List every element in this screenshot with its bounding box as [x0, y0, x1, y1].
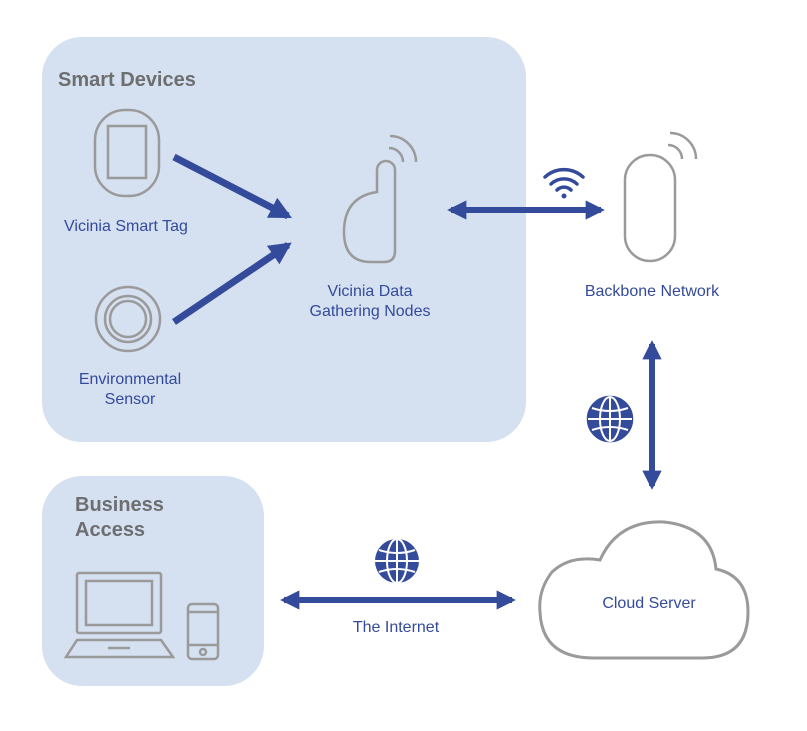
backbone-device-icon	[623, 131, 698, 263]
sensor-label: Environmental	[79, 371, 181, 388]
cloud-icon	[538, 520, 750, 660]
data-nodes-label: Vicinia Data	[327, 283, 412, 300]
smart-devices-panel	[42, 37, 526, 442]
laptop-icon	[63, 571, 176, 659]
business-access-title: Business	[75, 494, 164, 516]
data-node-icon	[342, 134, 418, 264]
tag-to-node-arrow	[172, 153, 292, 220]
cloud-label: Cloud Server	[602, 595, 696, 612]
internet-globe-icon	[375, 538, 419, 584]
sensor-to-node-arrow	[172, 242, 292, 325]
smart-devices-title: Smart Devices	[58, 69, 196, 91]
smart-tag-label: Vicinia Smart Tag	[64, 218, 188, 235]
data-nodes-label-line2: Gathering Nodes	[310, 303, 431, 320]
globe-icon	[586, 395, 634, 443]
phone-icon	[186, 602, 220, 661]
wifi-icon	[543, 167, 585, 199]
business-access-title-line2: Access	[75, 519, 145, 541]
sensor-icon	[94, 285, 162, 353]
backbone-label: Backbone Network	[585, 283, 720, 300]
smart-tag-icon	[93, 108, 161, 198]
internet-label: The Internet	[353, 619, 440, 636]
sensor-label-line2: Sensor	[105, 391, 156, 408]
